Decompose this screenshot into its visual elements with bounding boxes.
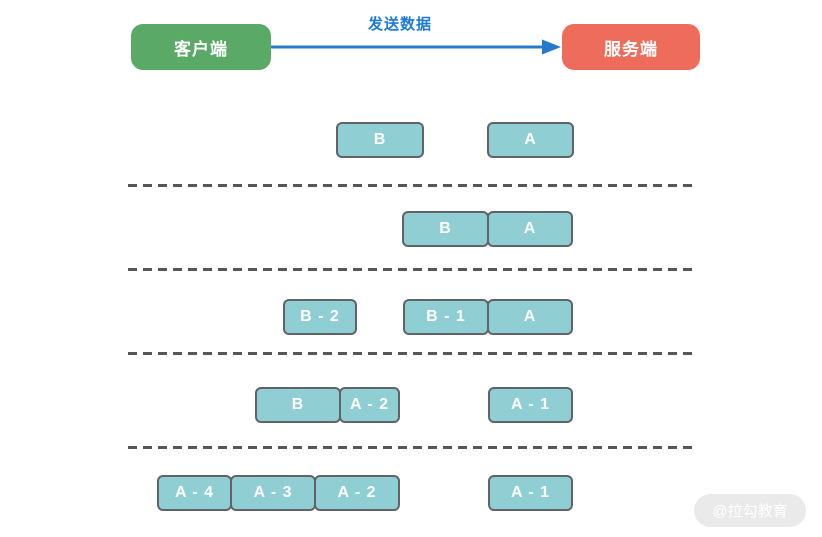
packet-box: A: [487, 211, 573, 247]
arrow-label: 发送数据: [367, 16, 432, 33]
separator-dashed-line: [128, 184, 694, 187]
packet-box: A - 3: [230, 475, 316, 511]
packet-box: A: [487, 122, 574, 158]
packet-box: A: [487, 299, 573, 335]
server-node: 服务端: [562, 24, 700, 70]
packet-box: A - 2: [314, 475, 400, 511]
separator-dashed-line: [128, 446, 694, 449]
packet-box: A - 1: [488, 475, 573, 511]
packet-box: A - 2: [339, 387, 400, 423]
packet-box: B: [336, 122, 424, 158]
packet-box: A - 1: [488, 387, 573, 423]
packet-group: B A - 2: [255, 387, 400, 423]
packet-box: A - 4: [157, 475, 232, 511]
send-arrow-icon: [271, 37, 563, 57]
packet-group: B - 1 A: [403, 299, 573, 335]
client-node: 客户端: [131, 24, 271, 70]
packet-box: B - 2: [283, 299, 357, 335]
packet-box: B: [255, 387, 341, 423]
packet-group: A - 4 A - 3 A - 2: [157, 475, 400, 511]
packet-box: B: [402, 211, 489, 247]
watermark-badge: @拉勾教育: [694, 494, 806, 527]
separator-dashed-line: [128, 268, 694, 271]
separator-dashed-line: [128, 352, 694, 355]
packet-box: B - 1: [403, 299, 489, 335]
packet-group: B A: [402, 211, 573, 247]
